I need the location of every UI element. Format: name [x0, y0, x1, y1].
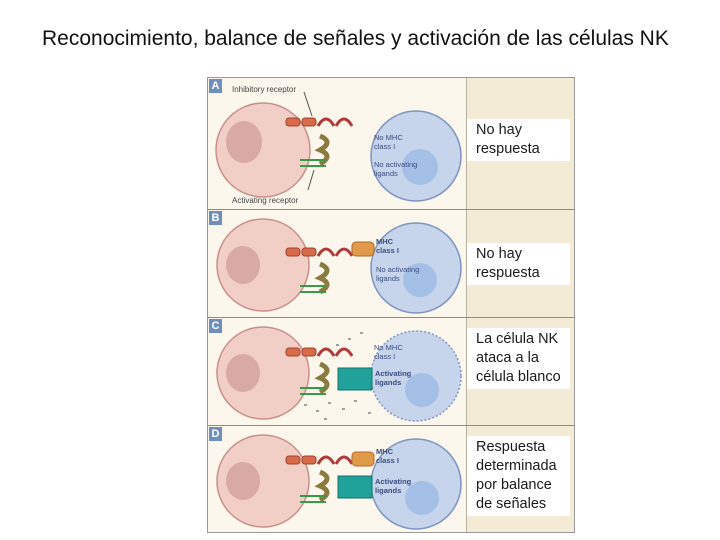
lytic-granules: [304, 332, 371, 420]
ligand-label: No activating: [374, 160, 417, 169]
inhibitory-receptor: [316, 455, 336, 465]
mhc-label: class I: [376, 456, 399, 465]
activating-receptor: [314, 261, 330, 295]
nk-nucleus: [226, 462, 260, 500]
nk-nucleus: [226, 121, 262, 163]
panel-letter: D: [209, 427, 222, 441]
adaptor-bars: [300, 387, 326, 395]
inhibitory-receptor-chain: [285, 117, 301, 127]
mhc-label: class I: [376, 246, 399, 255]
mhc-molecule: [351, 241, 375, 257]
nk-nucleus: [226, 354, 260, 392]
page-title: Reconocimiento, balance de señales y act…: [42, 27, 669, 50]
mhc-label: No MHC: [374, 343, 403, 352]
panel-c-illustration: No MHC class I Activating ligands: [216, 326, 462, 422]
nk-nucleus: [226, 246, 260, 284]
ligand-label: ligands: [375, 486, 401, 495]
inhibitory-receptor-chain: [285, 347, 301, 357]
activating-ligand: [337, 367, 373, 391]
target-nucleus: [405, 481, 439, 515]
nk-cell: [216, 218, 310, 312]
inhibitory-receptor-chain: [285, 455, 301, 465]
target-nucleus: [405, 373, 439, 407]
ligand-label: No activating: [376, 265, 419, 274]
adaptor-bars: [300, 159, 326, 167]
pointer-line: [303, 91, 313, 117]
panel-letter: B: [209, 211, 222, 225]
activating-receptor-label: Activating receptor: [232, 196, 299, 205]
inhibitory-receptor: [316, 347, 336, 357]
adaptor-bars: [300, 495, 326, 503]
mhc-label: class I: [374, 352, 395, 361]
inhibitory-receptor-chain: [301, 247, 317, 257]
ligand-label: ligands: [376, 274, 400, 283]
panel-letter: C: [209, 319, 222, 333]
ligand-label: ligands: [374, 169, 398, 178]
ligand-label: ligands: [375, 378, 401, 387]
inhibitory-receptor: [316, 247, 336, 257]
panel-b-illustration: MHC class I No activating ligands: [216, 218, 462, 314]
inhibitory-receptor-chain: [301, 347, 317, 357]
inhibitory-receptor: [334, 247, 354, 257]
mhc-label: No MHC: [374, 133, 403, 142]
panel-letter: A: [209, 79, 222, 93]
inhibitory-receptor: [334, 455, 354, 465]
inhibitory-receptor: [334, 117, 354, 127]
inhibitory-receptor: [334, 347, 354, 357]
inhibitory-receptor-chain: [285, 247, 301, 257]
response-c: La célula NK ataca a la célula blanco: [467, 328, 570, 389]
inhibitory-receptor-chain: [301, 455, 317, 465]
response-a: No hay respuesta: [467, 119, 570, 161]
mhc-label: class I: [374, 142, 395, 151]
mhc-label: MHC: [376, 447, 394, 456]
pointer-line: [307, 169, 315, 191]
panel-d-illustration: MHC class I Activating ligands: [216, 434, 462, 530]
target-nucleus: [403, 263, 437, 297]
adaptor-bars: [300, 285, 326, 293]
target-nucleus: [402, 149, 438, 185]
ligand-label: Activating: [375, 477, 412, 486]
mhc-label: MHC: [376, 237, 394, 246]
inhibitory-receptor-label: Inhibitory receptor: [232, 85, 296, 94]
panel-a-illustration: Inhibitory receptor Activating receptor …: [215, 85, 462, 205]
activating-ligand: [337, 475, 373, 499]
ligand-label: Activating: [375, 369, 412, 378]
inhibitory-receptor-chain: [301, 117, 317, 127]
response-d: Respuesta determinada por balance de señ…: [467, 436, 570, 516]
mhc-molecule: [351, 451, 375, 467]
inhibitory-receptor: [316, 117, 336, 127]
response-b: No hay respuesta: [467, 243, 570, 285]
